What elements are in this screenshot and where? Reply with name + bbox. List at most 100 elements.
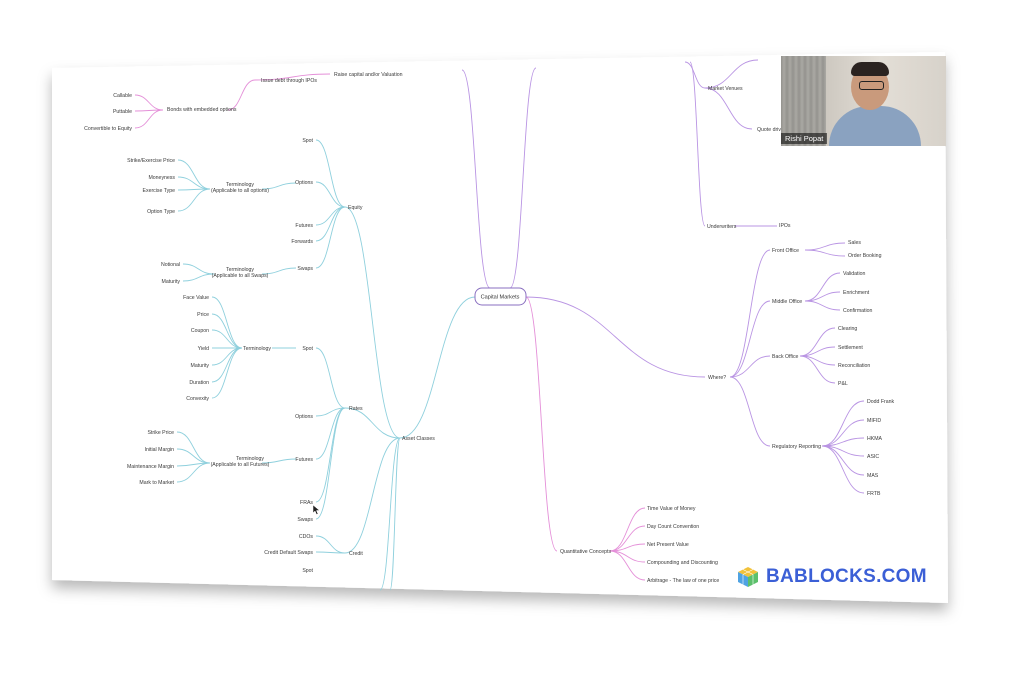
node-clearing: Clearing (838, 326, 857, 332)
node-market-venues: Market Venues (708, 86, 743, 92)
root-node: Capital Markets (481, 295, 520, 301)
node-rates-options: Options (295, 414, 313, 420)
node-face-value: Face Value (183, 295, 209, 301)
connector (509, 67, 537, 289)
brand-logo: BABLOCKS.COM (737, 565, 927, 589)
node-equity: Equity (348, 205, 363, 211)
connector (344, 437, 401, 554)
node-exercise-type: Exercise Type (143, 188, 176, 194)
node-puttable: Puttable (113, 109, 132, 115)
node-arbitrage: Arbitrage - The law of one price (647, 578, 719, 584)
connector (315, 181, 346, 208)
node-quote-driven: Quote driven (757, 127, 787, 133)
window-blind (781, 56, 826, 146)
node-mas: MAS (867, 473, 879, 479)
node-options-terminology-sub: (Applicable to all options) (211, 188, 269, 194)
presenter-hair (851, 62, 889, 76)
node-next-spot: Spot (302, 568, 313, 574)
node-moneyness: Moneyness (148, 175, 175, 181)
node-options-terminology: Terminology (226, 182, 254, 188)
connector (211, 296, 243, 349)
node-dodd-frank: Dodd Frank (867, 399, 895, 405)
node-day-count: Day Count Convention (647, 524, 699, 530)
connector (254, 73, 331, 81)
connector (609, 507, 646, 552)
node-issue-debt: Issue debt through IPOs (261, 78, 317, 84)
connector (211, 329, 243, 349)
node-equity-spot: Spot (302, 138, 313, 144)
node-rates-terminology: Terminology (243, 346, 271, 352)
connector (315, 206, 346, 269)
node-notional: Notional (161, 262, 180, 268)
connector (689, 61, 706, 227)
node-hkma: HKMA (867, 436, 883, 442)
connector (729, 300, 771, 378)
node-confirmation: Confirmation (843, 308, 873, 314)
node-mifid: MIFID (867, 418, 881, 424)
node-quant: Quantitative Concepts (560, 549, 611, 555)
node-rates-fras: FRAs (300, 500, 313, 506)
connector (379, 437, 401, 591)
connector (729, 376, 771, 447)
node-regulatory: Regulatory Reporting (772, 444, 821, 450)
connector (315, 407, 346, 520)
connector (261, 458, 297, 464)
connector (704, 87, 753, 130)
node-price: Price (197, 312, 209, 318)
connector (315, 139, 346, 208)
connector (315, 347, 346, 409)
connector (261, 267, 297, 275)
node-cdos: CDOs (299, 534, 314, 540)
edge-root-where (525, 296, 706, 378)
node-enrichment: Enrichment (843, 290, 870, 296)
edge-root-quant (525, 296, 558, 552)
connector (799, 355, 836, 384)
connector (804, 291, 841, 302)
node-raise-capital: Raise capital and/or Valuation (334, 72, 403, 78)
connector (177, 159, 211, 190)
node-equity-forwards: Forwards (291, 239, 313, 245)
node-rates: Rates (349, 406, 363, 412)
connector (227, 79, 256, 111)
node-compounding: Compounding and Discounting (647, 560, 718, 566)
connector (729, 355, 771, 378)
connector (261, 182, 297, 190)
node-front-office: Front Office (772, 248, 799, 254)
connector (684, 61, 706, 89)
node-reconciliation: Reconciliation (838, 363, 870, 369)
node-swaps-terminology: Terminology (226, 267, 254, 273)
connector (177, 188, 211, 212)
node-credit: Credit (349, 551, 363, 557)
connector (315, 407, 346, 460)
node-cds: Credit Default Swaps (264, 550, 313, 556)
glasses-icon (859, 81, 884, 90)
node-asset-classes: Asset Classes (402, 436, 435, 442)
connector (821, 400, 865, 447)
connector (461, 69, 491, 289)
connector (609, 550, 646, 581)
node-maturity-rates: Maturity (191, 363, 210, 369)
connector (799, 327, 836, 357)
connector (799, 346, 836, 357)
connector (176, 448, 211, 464)
connector (804, 249, 846, 257)
connector (821, 437, 865, 447)
cube-logo-icon (738, 567, 758, 587)
connector (821, 419, 865, 447)
node-convertible: Convertible to Equity (84, 126, 132, 132)
node-back-office: Back Office (772, 354, 799, 360)
node-convexity: Convexity (186, 396, 209, 402)
node-where: Where? (708, 375, 726, 381)
node-bonds-options: Bonds with embedded options (167, 107, 237, 113)
presenter-video: Rishi Popat (781, 56, 946, 146)
node-coupon: Coupon (191, 328, 209, 334)
node-equity-swaps: Swaps (297, 266, 313, 272)
node-equity-options: Options (295, 180, 313, 186)
node-swaps-terminology-sub: (Applicable to all Swaps) (212, 273, 269, 279)
connector (729, 249, 771, 378)
connector (804, 300, 841, 311)
node-maintenance-margin: Maintenance Margin (127, 464, 174, 470)
presenter-name: Rishi Popat (781, 133, 828, 144)
